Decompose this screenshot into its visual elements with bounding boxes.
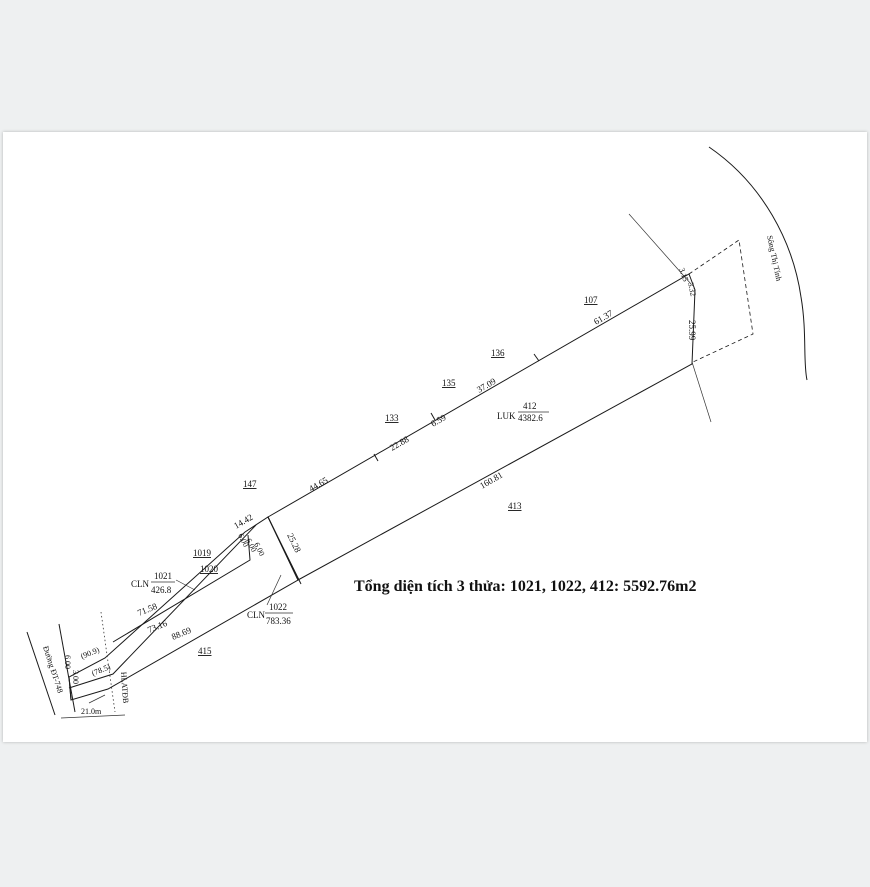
dim-25-28: 25.28 [285,531,303,554]
dim-3-32: 3.32 [686,282,698,298]
dim-44-65: 44.65 [307,475,330,494]
dim-21m-line [60,714,126,719]
river-label: Sông Thị Tính [765,235,783,282]
cadastral-map: Sông Thị Tính 107 136 135 133 147 1019 1… [26,146,808,719]
parcel-1021-1022-outline [68,516,299,701]
road-line [58,623,76,713]
luk-area: 4382.6 [518,413,543,423]
tick-mark [533,353,540,362]
boundary-line-north [628,213,692,285]
dim-3-00-left: 3.00 [71,670,80,684]
dim-90-9: (90.9) [79,645,101,661]
cln-1022-type: CLN [247,610,266,620]
arrow-1021 [175,579,196,591]
parcel-107: 107 [584,295,598,305]
tick-mark [373,453,379,462]
arrow-1022 [266,574,282,606]
dim-37-09: 37.09 [475,376,498,395]
parcel-413: 413 [508,501,522,511]
parcel-136: 136 [491,348,505,358]
cln-1022-number: 1022 [269,602,287,612]
tick-mark [430,412,436,421]
parcel-412-outline [267,273,696,581]
dim-160-81: 160.81 [478,470,504,491]
parcel-133: 133 [385,413,399,423]
cln-1022-area: 783.36 [266,616,291,626]
total-area-text: Tổng diện tích 3 thửa: 1021, 1022, 412: … [354,578,697,595]
dim-6-00-left: 6.00 [63,655,72,669]
dashed-strip [688,239,754,363]
parcel-1019: 1019 [193,548,212,558]
strip-inner [112,534,251,643]
road-line [26,631,56,716]
road-label: Đường ĐT-748 [41,645,65,694]
cln-1021-area: 426.8 [151,585,172,595]
dim-25-99: 25.99 [687,320,697,341]
dim-71-58: 71.58 [136,601,159,618]
cln-1021-number: 1021 [154,571,172,581]
river-bank [708,146,808,381]
luk-number: 412 [523,401,537,411]
boundary-line-south [691,361,712,423]
dim-6-00-c: 6.00 [252,541,266,558]
dim-3-15: 3.15 [677,267,690,283]
parcel-135: 135 [442,378,456,388]
dim-88-69: 88.69 [170,625,193,642]
parcel-415: 415 [198,646,212,656]
arrow-road [88,694,106,704]
strip-divider [68,524,257,689]
hlatdb-label: HLATĐB [119,672,130,704]
hlatdb-line [100,611,116,713]
parcel-147: 147 [243,479,257,489]
luk-type: LUK [497,411,516,421]
dim-21m: 21.0m [81,707,102,716]
parcel-1020: 1020 [200,564,219,574]
map-sheet: Sông Thị Tính 107 136 135 133 147 1019 1… [3,132,867,742]
cln-1021-type: CLN [131,579,150,589]
